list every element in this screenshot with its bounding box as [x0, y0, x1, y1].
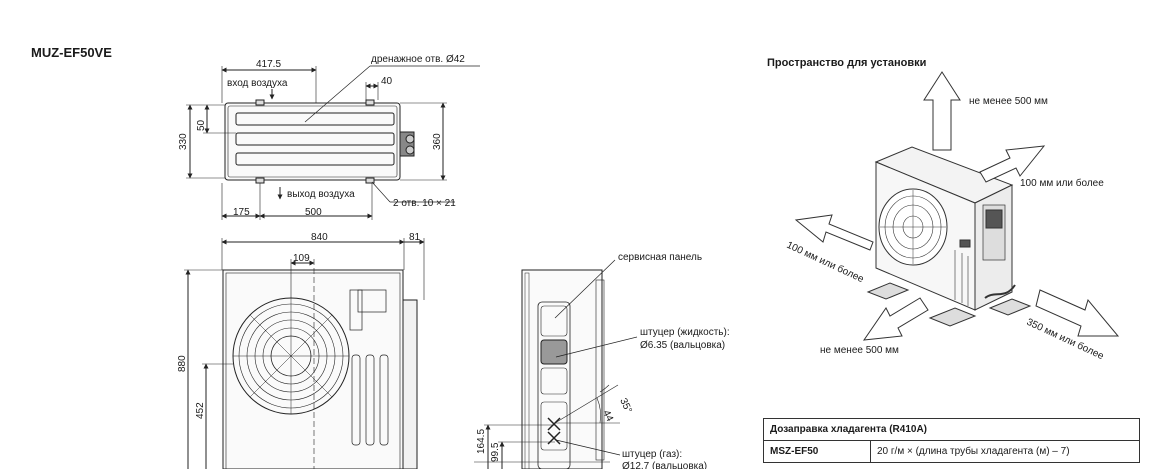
dim-360: 360 [432, 133, 443, 150]
dim-81: 81 [409, 232, 421, 243]
arrow-back-clearance [979, 145, 1046, 183]
dim-109: 109 [293, 253, 310, 264]
arrow-left-clearance [794, 214, 874, 251]
refrigerant-table: Дозаправка хладагента (R410A) MSZ-EF50 2… [763, 418, 1140, 463]
dim-452: 452 [195, 402, 206, 419]
service-panel-outline [537, 301, 571, 469]
label-gas-size: Ø12.7 (вальцовка) [622, 461, 707, 469]
label-liquid-size: Ø6.35 (вальцовка) [640, 340, 725, 351]
model-title: MUZ-EF50VE [31, 45, 112, 60]
label-top-clearance: не менее 500 мм [969, 96, 1048, 107]
arrow-right-clearance [1035, 289, 1120, 337]
label-air-outlet: выход воздуха [287, 189, 355, 200]
label-gas-fitting: штуцер (газ): [622, 449, 682, 460]
dim-99-5: 99.5 [490, 442, 501, 462]
label-left-clearance: 100 мм или более [785, 239, 866, 285]
dim-330: 330 [178, 133, 189, 150]
dim-417-5: 417.5 [256, 59, 281, 70]
top-grille-bar [235, 132, 395, 146]
side-view-body [521, 269, 603, 469]
dim-44: 44 [600, 409, 615, 424]
dim-164-5: 164.5 [476, 429, 487, 454]
refrigerant-table-header: Дозаправка хладагента (R410A) [763, 418, 1140, 441]
top-view-body [224, 102, 401, 181]
dim-35-deg: 35° [617, 397, 633, 415]
label-front-clearance: не менее 500 мм [820, 345, 899, 356]
label-liquid-fitting: штуцер (жидкость): [640, 327, 730, 338]
top-view [186, 65, 480, 220]
label-mount-holes: 2 отв. 10 × 21 [393, 198, 456, 209]
installation-space-diagram [794, 71, 1120, 341]
fan-guard [232, 297, 350, 415]
installation-space-title: Пространство для установки [767, 57, 927, 69]
refrigerant-table-formula: 20 г/м × (длина трубы хладагента (м) – 7… [870, 440, 1140, 463]
dim-840: 840 [311, 232, 328, 243]
dim-880: 880 [177, 355, 188, 372]
dim-50: 50 [196, 119, 207, 131]
dim-500: 500 [305, 207, 322, 218]
side-view [474, 259, 638, 469]
front-view [184, 238, 425, 469]
dim-40: 40 [381, 76, 393, 87]
top-grille-bar [235, 152, 395, 166]
label-air-inlet: вход воздуха [227, 78, 288, 89]
dim-175: 175 [233, 207, 250, 218]
label-service-panel: сервисная панель [618, 252, 702, 263]
refrigerant-table-model: MSZ-EF50 [763, 440, 871, 463]
front-view-body [222, 269, 404, 469]
label-back-clearance: 100 мм или более [1020, 177, 1104, 189]
label-drain-hole: дренажное отв. Ø42 [371, 54, 465, 65]
arrow-front-clearance [862, 297, 929, 341]
arrow-top-clearance [923, 71, 961, 151]
